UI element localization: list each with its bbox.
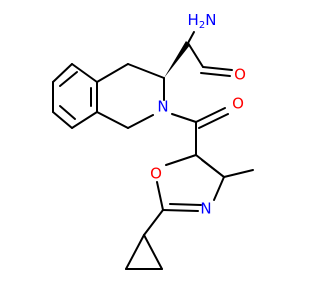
bond [125, 234, 145, 270]
bond [165, 154, 197, 166]
bond [52, 63, 73, 83]
bond [213, 176, 225, 201]
oxazole-oxygen-label: O [150, 165, 162, 183]
acyl-linker [171, 107, 229, 156]
bond [162, 209, 199, 212]
cyclopropyl-group [125, 209, 164, 270]
saturated-ring [96, 63, 165, 129]
molecule-structure-diagram: H2N O N O O N [52, 11, 254, 270]
ring-double-bond-inner [169, 203, 202, 206]
oxazole-nitrogen-label: N [200, 200, 211, 218]
carboxamide-group [164, 31, 233, 78]
ring-nitrogen-label: N [157, 98, 168, 116]
ring-double-bond-inner [201, 159, 225, 178]
bond [127, 63, 165, 79]
oxazole-ring [156, 154, 254, 212]
bond [143, 209, 164, 236]
amide-oxygen-label: O [234, 66, 246, 84]
bond [187, 31, 195, 44]
aromatic-inner-bond [59, 105, 76, 120]
bond [52, 111, 73, 129]
bond [143, 234, 163, 270]
aromatic-inner-bond [59, 71, 78, 87]
benzene-ring [52, 63, 98, 129]
bond [187, 42, 204, 68]
bond [71, 111, 98, 129]
bond [96, 111, 129, 129]
bond [156, 181, 164, 211]
carbonyl-bond [195, 107, 226, 123]
carbonyl-bond [198, 113, 229, 129]
stereo-wedge-bond [164, 41, 190, 78]
bond [71, 63, 98, 83]
carbonyl-oxygen-label: O [232, 95, 244, 113]
bond [96, 63, 129, 83]
bond [171, 113, 197, 123]
carbonyl-bond [202, 66, 233, 71]
carbonyl-bond [200, 72, 231, 77]
amide-nitrogen-label: H2N [188, 11, 217, 32]
methyl-bond [223, 169, 254, 178]
bond [127, 114, 154, 129]
